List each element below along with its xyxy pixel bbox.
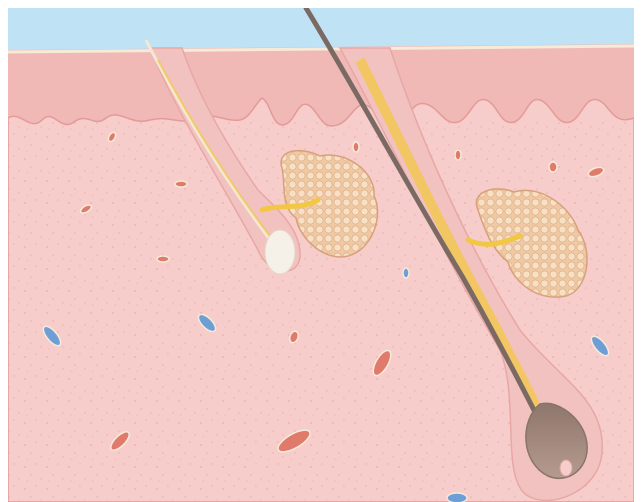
dermal-papilla — [560, 460, 572, 476]
vellus-hair-bulb — [265, 230, 295, 274]
